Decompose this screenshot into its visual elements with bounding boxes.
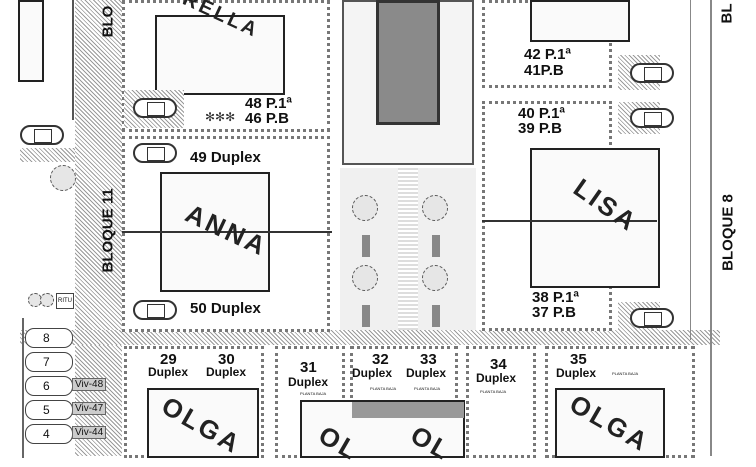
parking-space[interactable]: 7 xyxy=(25,352,73,372)
road-horizontal xyxy=(20,330,720,345)
parking-strip xyxy=(22,318,78,458)
tree xyxy=(50,165,76,191)
tree xyxy=(352,195,378,221)
unit-sub: PLANTA BAJA xyxy=(612,371,639,376)
unit-number: 31 xyxy=(300,359,317,376)
tree xyxy=(352,265,378,291)
path-left xyxy=(20,148,75,162)
block-label-top-right: BL xyxy=(718,3,736,24)
ritu-box: RITU xyxy=(56,293,74,309)
car xyxy=(630,108,674,128)
unit-label: 39 P.B xyxy=(518,120,562,137)
unit-label: 50 Duplex xyxy=(190,300,261,317)
unit-number: 33 xyxy=(420,351,437,368)
unit-type: Duplex xyxy=(352,366,393,380)
house-arella xyxy=(155,15,285,95)
block-label-top-left: BLO xyxy=(99,5,117,38)
block-label-bloque-11: BLOQUE 11 xyxy=(99,188,117,273)
unit-label: 42 P.1ª xyxy=(524,46,571,63)
parking-assignment: Viv-47 xyxy=(72,402,107,415)
tree xyxy=(422,265,448,291)
parking-assignment: Viv-44 xyxy=(72,426,107,439)
unit-label: 38 P.1ª xyxy=(532,289,579,306)
unit-number: 29 xyxy=(160,351,177,368)
unit-number: 34 xyxy=(490,356,507,373)
palm-icon: ✻✻✻ xyxy=(205,110,236,124)
house-olga-right xyxy=(555,388,665,458)
car xyxy=(20,125,64,145)
bench xyxy=(362,235,370,257)
unit-sub: PLANTA BAJA xyxy=(480,389,507,394)
house-top-right xyxy=(530,0,630,42)
left-edge-line xyxy=(72,0,74,120)
car xyxy=(133,300,177,320)
car xyxy=(630,63,674,83)
bench xyxy=(432,305,440,327)
party-wall xyxy=(482,220,657,222)
house-lisa xyxy=(530,148,660,288)
unit-label: 46 P.B xyxy=(245,110,289,127)
parking-space[interactable]: 8 xyxy=(25,328,73,348)
car xyxy=(630,308,674,328)
edge-line xyxy=(690,0,691,340)
unit-type: Duplex xyxy=(556,366,597,380)
block-label-bloque-8: BLOQUE 8 xyxy=(719,194,737,271)
left-building xyxy=(18,0,44,82)
unit-number: 32 xyxy=(372,351,389,368)
unit-label: 37 P.B xyxy=(532,304,576,321)
parking-space[interactable]: 4 xyxy=(25,424,73,444)
parking-assignment: Viv-48 xyxy=(72,378,107,391)
unit-number: 35 xyxy=(570,351,587,368)
plot-34 xyxy=(466,346,536,458)
unit-type: Duplex xyxy=(406,366,447,380)
garden-path xyxy=(398,168,418,330)
pool xyxy=(376,0,440,125)
bench xyxy=(362,305,370,327)
unit-label: 48 P.1ª xyxy=(245,95,292,112)
bench xyxy=(432,235,440,257)
unit-label: 41P.B xyxy=(524,62,564,79)
unit-sub: PLANTA BAJA xyxy=(414,386,441,391)
unit-type: Duplex xyxy=(148,365,189,379)
terrace xyxy=(352,402,464,418)
car xyxy=(133,143,177,163)
tree xyxy=(40,293,54,307)
road-bloque-8 xyxy=(710,0,712,456)
unit-type: Duplex xyxy=(476,371,517,385)
unit-sub: PLANTA BAJA xyxy=(300,391,327,396)
unit-number: 30 xyxy=(218,351,235,368)
car xyxy=(133,98,177,118)
tree xyxy=(422,195,448,221)
party-wall xyxy=(122,231,332,233)
unit-sub: PLANTA BAJA xyxy=(370,386,397,391)
unit-label: 40 P.1ª xyxy=(518,105,565,122)
unit-type: Duplex xyxy=(206,365,247,379)
parking-space[interactable]: 6 xyxy=(25,376,73,396)
parking-space[interactable]: 5 xyxy=(25,400,73,420)
unit-type: Duplex xyxy=(288,375,329,389)
unit-label: 49 Duplex xyxy=(190,149,261,166)
